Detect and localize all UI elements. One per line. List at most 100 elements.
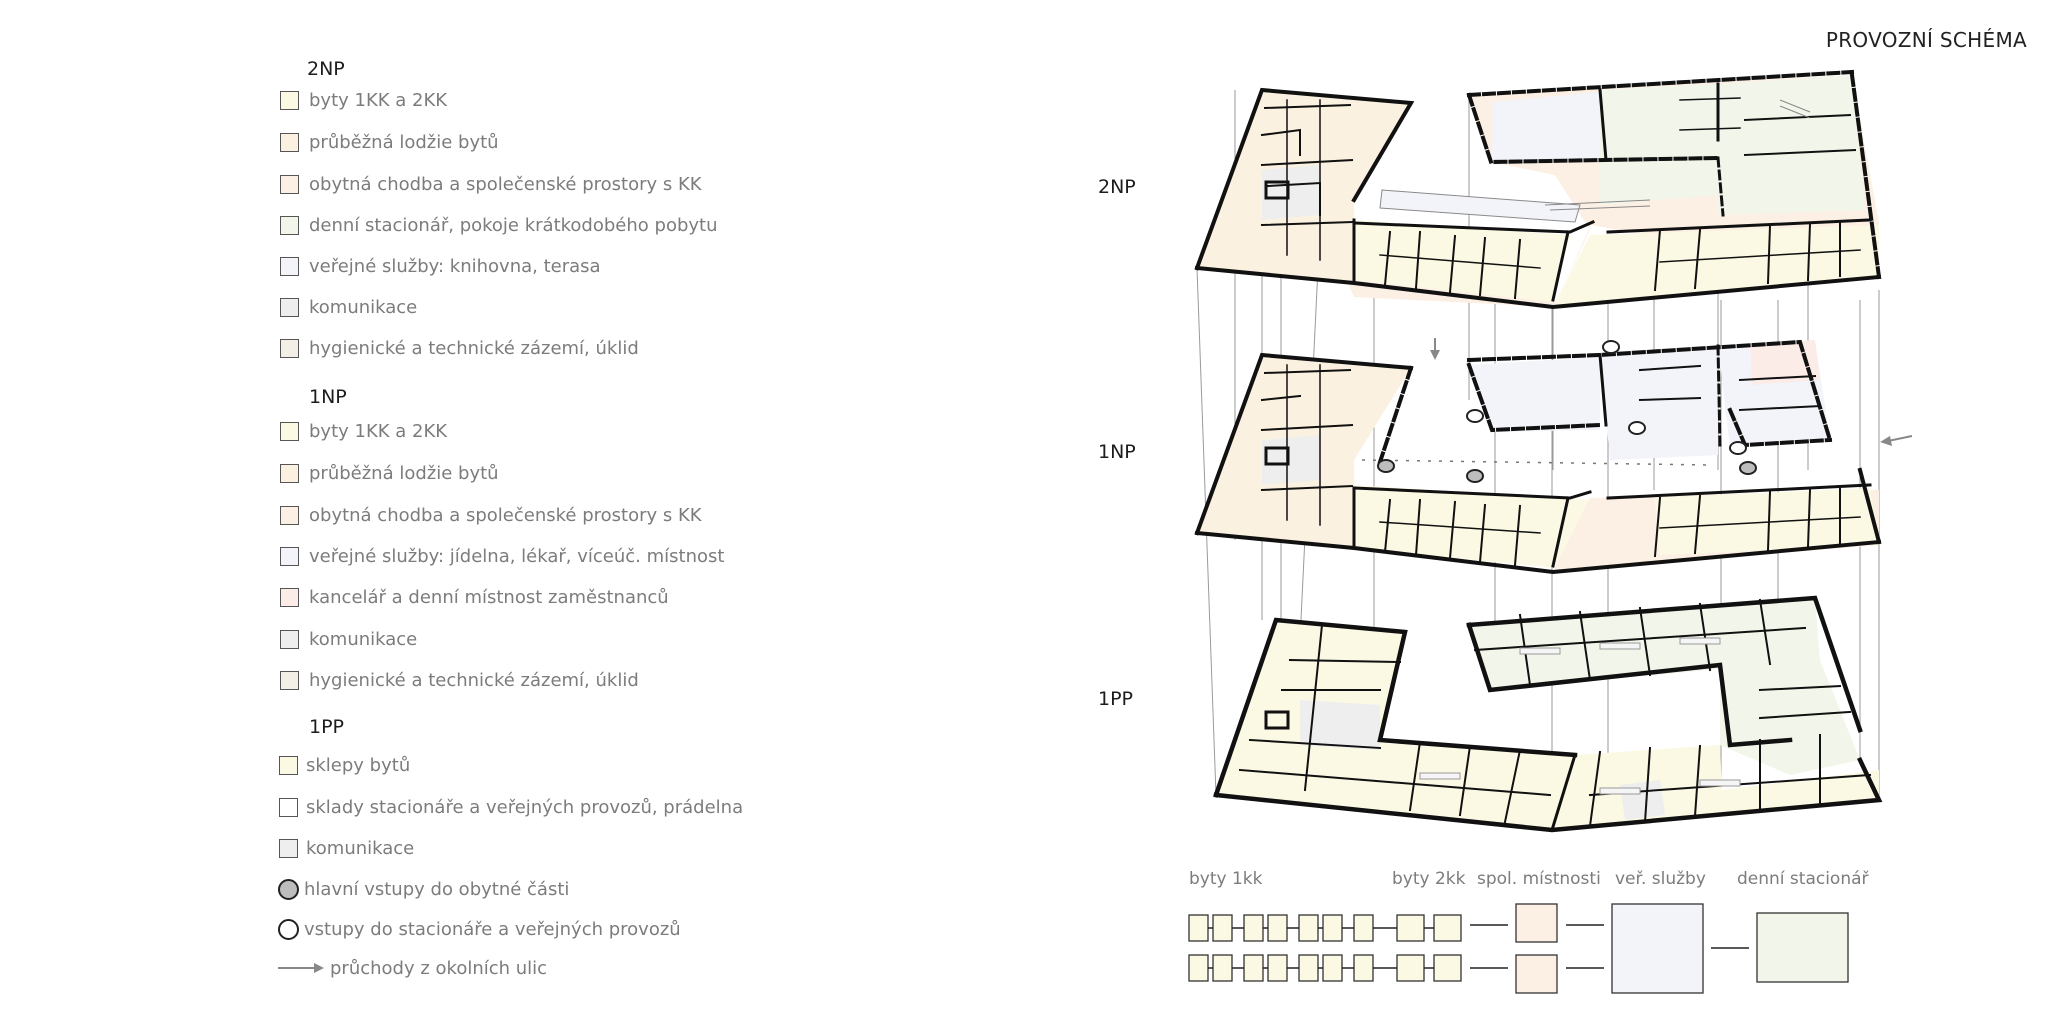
legend-item: kancelář a denní místnost zaměstnanců [280, 584, 669, 610]
schema-box-byty-1kk [1322, 954, 1343, 982]
entry-circle-icon [1602, 340, 1620, 354]
schema-label: denní stacionář [1737, 869, 1869, 889]
legend-swatch [280, 629, 299, 649]
legend-swatch [279, 797, 298, 817]
legend-label: komunikace [309, 628, 418, 650]
schema-box-byty-1kk [1243, 914, 1264, 942]
operation-schema [1188, 903, 1849, 994]
legend-label: byty 1KK a 2KK [309, 89, 448, 111]
legend-item: hlavní vstupy do obytné části [278, 876, 569, 902]
schema-box-byty-1kk [1267, 954, 1288, 982]
legend-heading-2np: 2NP [307, 58, 345, 80]
legend-item: obytná chodba a společenské prostory s K… [280, 502, 702, 528]
entry-circle-icon [1628, 421, 1646, 435]
legend-swatch [280, 546, 299, 566]
main-entry-circle-icon [1466, 469, 1484, 483]
legend-item: komunikace [280, 294, 417, 320]
schema-box-byty-2kk [1433, 914, 1462, 942]
schema-box-ver-sluzby [1611, 903, 1704, 994]
schema-label: byty 1kk [1189, 869, 1263, 889]
schema-box-spol-mistnosti [1515, 903, 1558, 943]
legend-swatch [280, 338, 299, 358]
schema-box-byty-2kk [1396, 914, 1425, 942]
floor-label-1np: 1NP [1098, 441, 1136, 463]
legend-label: hygienické a technické zázemí, úklid [309, 669, 639, 691]
main-entry-circle-icon [278, 878, 299, 900]
page-title: PROVOZNÍ SCHÉMA [1825, 28, 2027, 52]
legend-item: průběžná lodžie bytů [280, 129, 499, 155]
legend-label: sklepy bytů [306, 754, 411, 776]
legend-swatch [280, 90, 299, 110]
arrow-icon [1430, 338, 1440, 360]
arrow-icon [1880, 435, 1913, 446]
legend-label: obytná chodba a společenské prostory s K… [309, 173, 702, 195]
legend-item: obytná chodba a společenské prostory s K… [280, 171, 702, 197]
legend-swatch [280, 463, 299, 483]
legend-item: vstupy do stacionáře a veřejných provozů [278, 916, 681, 942]
schema-box-byty-1kk [1212, 954, 1233, 982]
schema-box-byty-1kk [1188, 914, 1209, 942]
schema-box-byty-1kk [1322, 914, 1343, 942]
legend-label: hlavní vstupy do obytné části [304, 878, 570, 900]
legend-item: byty 1KK a 2KK [280, 418, 447, 444]
legend-swatch [280, 670, 299, 690]
legend-label: průchody z okolních ulic [330, 957, 548, 979]
legend-label: byty 1KK a 2KK [309, 420, 448, 442]
legend-swatch [280, 297, 299, 317]
legend-swatch [280, 587, 299, 607]
floor-label-1pp: 1PP [1098, 688, 1134, 710]
legend-heading-1np: 1NP [309, 386, 347, 408]
legend-swatch [280, 132, 299, 152]
arrow-icon [278, 963, 324, 973]
schema-box-byty-1kk [1353, 914, 1374, 942]
legend-item: veřejné služby: knihovna, terasa [280, 253, 601, 279]
legend-item: hygienické a technické zázemí, úklid [280, 335, 639, 361]
legend-label: komunikace [309, 296, 418, 318]
floor-1np [1194, 338, 1913, 575]
legend-label: veřejné služby: jídelna, lékař, víceúč. … [309, 545, 725, 567]
legend-item: byty 1KK a 2KK [280, 87, 447, 113]
legend-item: průchody z okolních ulic [278, 955, 547, 981]
legend-label: hygienické a technické zázemí, úklid [309, 337, 639, 359]
entry-circle-icon [1729, 441, 1747, 455]
legend-item: komunikace [280, 626, 417, 652]
schema-box-byty-1kk [1212, 914, 1233, 942]
floor-label-2np: 2NP [1098, 176, 1136, 198]
schema-box-byty-1kk [1353, 954, 1374, 982]
legend-item: sklady stacionáře a veřejných provozů, p… [279, 794, 743, 820]
legend-label: průběžná lodžie bytů [309, 462, 499, 484]
legend-label: denní stacionář, pokoje krátkodobého pob… [309, 214, 718, 236]
legend-swatch [280, 505, 299, 525]
legend-label: průběžná lodžie bytů [309, 131, 499, 153]
schema-box-byty-1kk [1243, 954, 1264, 982]
main-entry-circle-icon [1377, 459, 1395, 473]
schema-label: spol. místnosti [1477, 869, 1601, 889]
legend-label: obytná chodba a společenské prostory s K… [309, 504, 702, 526]
entry-circle-icon [1466, 409, 1484, 423]
schema-label: veř. služby [1615, 869, 1706, 889]
legend-label: komunikace [306, 837, 415, 859]
legend-swatch [280, 256, 299, 276]
legend-label: kancelář a denní místnost zaměstnanců [309, 586, 669, 608]
schema-box-denni-stacionar [1756, 912, 1849, 983]
legend-label: veřejné služby: knihovna, terasa [309, 255, 601, 277]
legend-item: komunikace [279, 835, 414, 861]
legend-swatch [279, 755, 298, 775]
legend-label: vstupy do stacionáře a veřejných provozů [304, 918, 681, 940]
legend-swatch [280, 215, 299, 235]
schema-box-spol-mistnosti [1515, 954, 1558, 994]
legend-heading-1pp: 1PP [309, 716, 345, 738]
floor-2np [1194, 69, 1882, 310]
schema-box-byty-1kk [1267, 914, 1288, 942]
schema-box-byty-2kk [1396, 954, 1425, 982]
legend-item: veřejné služby: jídelna, lékař, víceúč. … [280, 543, 724, 569]
schema-label: byty 2kk [1392, 869, 1466, 889]
entry-circle-icon [278, 918, 299, 940]
schema-box-byty-1kk [1188, 954, 1209, 982]
legend-item: průběžná lodžie bytů [280, 460, 499, 486]
schema-box-byty-1kk [1298, 954, 1319, 982]
legend-item: hygienické a technické zázemí, úklid [280, 667, 639, 693]
legend-label: sklady stacionáře a veřejných provozů, p… [306, 796, 744, 818]
legend-item: sklepy bytů [279, 752, 410, 778]
